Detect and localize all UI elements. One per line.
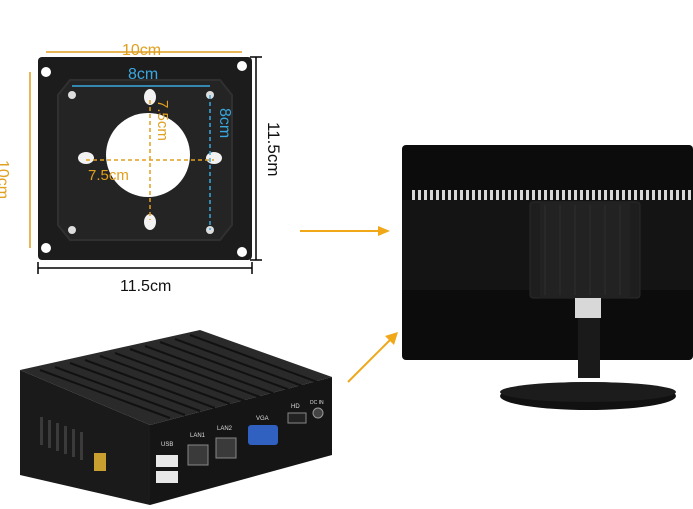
mini-pc-figure: USB LAN1 LAN2 VGA HD DC IN — [10, 325, 340, 505]
dim-overall-height: 11.5cm — [264, 122, 283, 177]
port-label-usb: USB — [161, 442, 174, 448]
dim-inner-spacing-v: 7.5cm — [154, 100, 171, 141]
port-label-lan2: LAN2 — [217, 426, 233, 432]
port-label-lan1: LAN1 — [190, 433, 206, 439]
dim-outer-height: 10cm — [0, 160, 11, 200]
monitor-drawing — [402, 145, 693, 410]
dim-hole-spacing-v: 8cm — [216, 108, 233, 139]
dim-hole-spacing-h: 8cm — [128, 66, 159, 83]
arrow-right-icon — [300, 226, 390, 236]
arrow-diagonal-icon — [347, 332, 398, 383]
dim-inner-spacing-h: 7.5cm — [88, 167, 129, 184]
mini-pc-drawing — [20, 330, 332, 505]
port-label-vga: VGA — [256, 416, 269, 422]
monitor-rear-figure — [400, 140, 693, 420]
port-label-dc: DC IN — [310, 400, 324, 406]
dim-overall-width: 11.5cm — [120, 278, 172, 295]
dim-outer-width: 10cm — [122, 42, 162, 59]
port-label-hd: HD — [291, 404, 300, 410]
vesa-plate-figure: 10cm 8cm 10cm 7.5cm 8cm 7.5cm 11.5cm 11.… — [0, 0, 300, 300]
vesa-plate-drawing — [29, 51, 262, 274]
